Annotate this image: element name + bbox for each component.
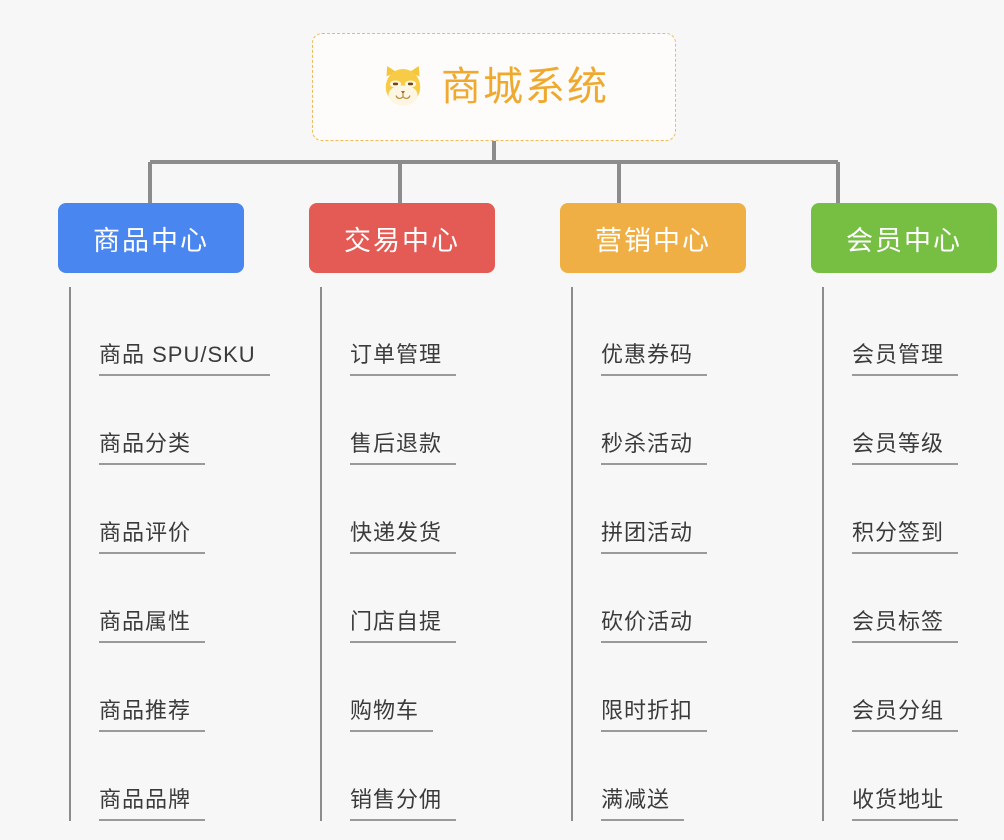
item-label: 购物车 <box>350 698 434 732</box>
list-item[interactable]: 砍价活动 <box>573 554 764 643</box>
item-label: 商品分类 <box>99 431 206 465</box>
branch-column-营销中心: 营销中心 优惠券码 秒杀活动 拼团活动 砍价活动 限时折扣 满减送 <box>502 203 753 821</box>
list-item[interactable]: 售后退款 <box>322 376 513 465</box>
item-label: 收货地址 <box>852 787 959 821</box>
item-label: 商品品牌 <box>99 787 206 821</box>
list-item[interactable]: 销售分佣 <box>322 732 513 821</box>
item-label: 秒杀活动 <box>601 431 708 465</box>
list-item[interactable]: 商品评价 <box>71 465 262 554</box>
item-label: 拼团活动 <box>601 520 708 554</box>
list-item[interactable]: 秒杀活动 <box>573 376 764 465</box>
root-title: 商城系统 <box>441 65 609 109</box>
item-label: 会员管理 <box>852 342 959 376</box>
item-label: 优惠券码 <box>601 342 708 376</box>
category-label-2: 营销中心 <box>595 225 711 256</box>
item-label: 商品评价 <box>99 520 206 554</box>
item-label: 满减送 <box>601 787 685 821</box>
item-list-3: 会员管理 会员等级 积分签到 会员标签 会员分组 收货地址 <box>822 287 1004 821</box>
category-label-0: 商品中心 <box>93 225 209 256</box>
list-item[interactable]: 快递发货 <box>322 465 513 554</box>
list-item[interactable]: 拼团活动 <box>573 465 764 554</box>
category-header-0[interactable]: 商品中心 <box>58 203 244 273</box>
item-list-0: 商品 SPU/SKU 商品分类 商品评价 商品属性 商品推荐 商品品牌 <box>69 287 270 821</box>
item-label: 限时折扣 <box>601 698 708 732</box>
item-label: 销售分佣 <box>350 787 457 821</box>
category-header-3[interactable]: 会员中心 <box>811 203 997 273</box>
list-item[interactable]: 会员分组 <box>824 643 1004 732</box>
item-label: 订单管理 <box>350 342 457 376</box>
item-label: 售后退款 <box>350 431 457 465</box>
item-label: 门店自提 <box>350 609 457 643</box>
list-item[interactable]: 会员等级 <box>824 376 1004 465</box>
item-list-2: 优惠券码 秒杀活动 拼团活动 砍价活动 限时折扣 满减送 <box>571 287 764 821</box>
item-label: 积分签到 <box>852 520 959 554</box>
list-item[interactable]: 门店自提 <box>322 554 513 643</box>
branch-columns: 商品中心 商品 SPU/SKU 商品分类 商品评价 商品属性 商品推荐 商品品牌… <box>0 203 1004 821</box>
branch-column-会员中心: 会员中心 会员管理 会员等级 积分签到 会员标签 会员分组 收货地址 <box>753 203 1004 821</box>
item-list-1: 订单管理 售后退款 快递发货 门店自提 购物车 销售分佣 <box>320 287 513 821</box>
category-header-2[interactable]: 营销中心 <box>560 203 746 273</box>
item-label: 商品推荐 <box>99 698 206 732</box>
list-item[interactable]: 订单管理 <box>322 287 513 376</box>
category-header-1[interactable]: 交易中心 <box>309 203 495 273</box>
item-label: 商品 SPU/SKU <box>99 342 270 376</box>
list-item[interactable]: 商品品牌 <box>71 732 262 821</box>
branch-column-交易中心: 交易中心 订单管理 售后退款 快递发货 门店自提 购物车 销售分佣 <box>251 203 502 821</box>
branch-column-商品中心: 商品中心 商品 SPU/SKU 商品分类 商品评价 商品属性 商品推荐 商品品牌 <box>0 203 270 821</box>
list-item[interactable]: 商品 SPU/SKU <box>71 287 270 376</box>
item-label: 会员等级 <box>852 431 959 465</box>
list-item[interactable]: 收货地址 <box>824 732 1004 821</box>
list-item[interactable]: 满减送 <box>573 732 764 821</box>
item-label: 快递发货 <box>350 520 457 554</box>
list-item[interactable]: 优惠券码 <box>573 287 764 376</box>
list-item[interactable]: 会员标签 <box>824 554 1004 643</box>
category-label-3: 会员中心 <box>846 225 962 256</box>
list-item[interactable]: 购物车 <box>322 643 513 732</box>
item-label: 砍价活动 <box>601 609 708 643</box>
list-item[interactable]: 会员管理 <box>824 287 1004 376</box>
shiba-dog-face-icon <box>385 66 421 106</box>
list-item[interactable]: 商品属性 <box>71 554 262 643</box>
list-item[interactable]: 商品推荐 <box>71 643 262 732</box>
list-item[interactable]: 商品分类 <box>71 376 262 465</box>
item-label: 会员标签 <box>852 609 959 643</box>
item-label: 会员分组 <box>852 698 959 732</box>
list-item[interactable]: 积分签到 <box>824 465 1004 554</box>
root-node[interactable]: 商城系统 <box>312 33 676 141</box>
list-item[interactable]: 限时折扣 <box>573 643 764 732</box>
category-label-1: 交易中心 <box>344 225 460 256</box>
item-label: 商品属性 <box>99 609 206 643</box>
